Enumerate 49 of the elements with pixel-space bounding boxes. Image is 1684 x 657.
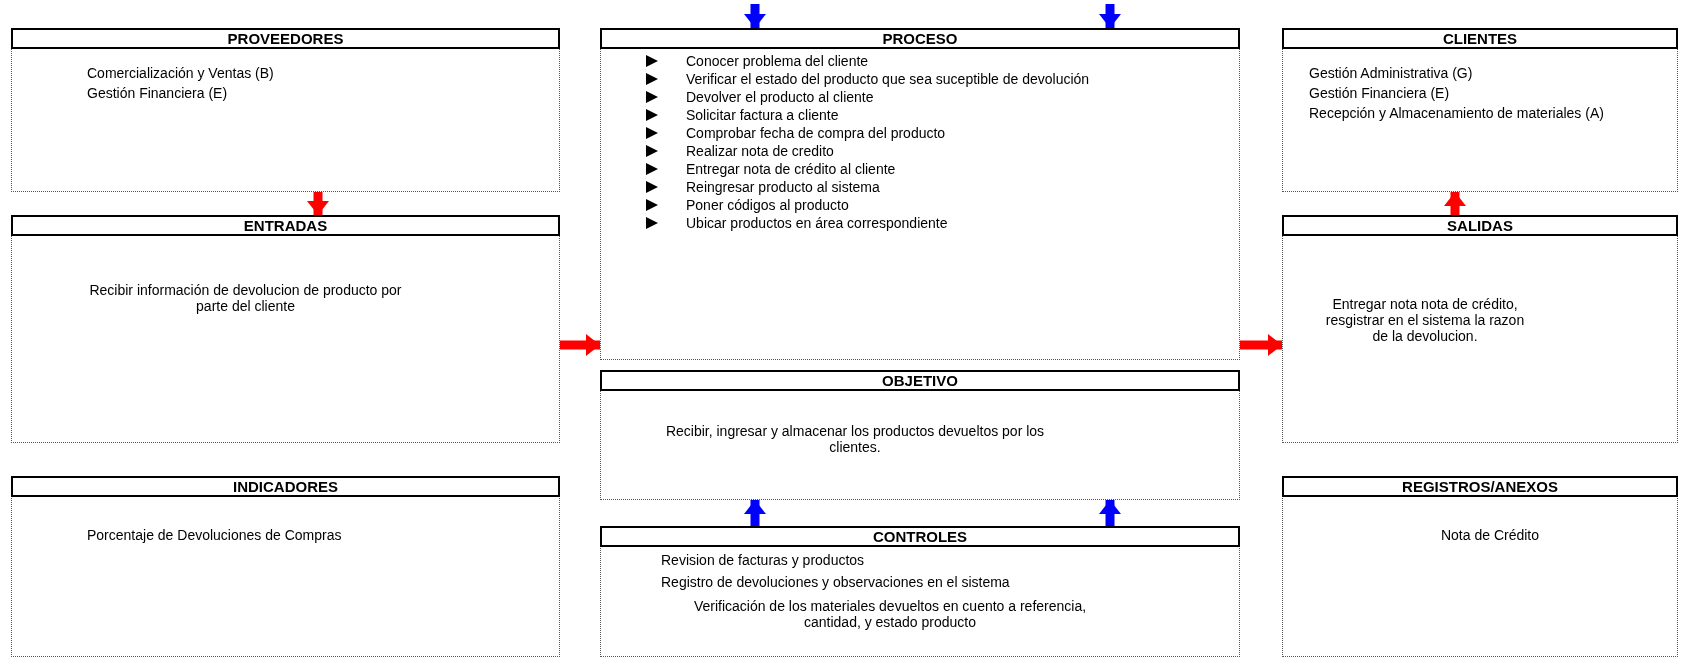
- block-arrow: [1099, 4, 1121, 28]
- section-header: ENTRADAS: [11, 215, 560, 236]
- section-box: [1282, 215, 1678, 443]
- section-header: REGISTROS/ANEXOS: [1282, 476, 1678, 497]
- list-item: Reingresar producto al sistema: [686, 179, 880, 195]
- body-text: Gestión Administrativa (G): [1309, 65, 1474, 81]
- section-box: [1282, 28, 1678, 192]
- block-arrow: [744, 500, 766, 526]
- body-text: Gestión Financiera (E): [1309, 85, 1451, 101]
- section-header: CLIENTES: [1282, 28, 1678, 49]
- list-item: Entregar nota de crédito al cliente: [686, 161, 896, 177]
- body-text: Verificación de los materiales devueltos en cuento a referencia, cantidad, y estado producto: [692, 598, 1088, 630]
- section-box: [600, 28, 1240, 360]
- list-item: Realizar nota de credito: [686, 143, 834, 159]
- list-item: Conocer problema del cliente: [686, 53, 869, 69]
- section-header: PROCESO: [600, 28, 1240, 49]
- section-box: [1282, 476, 1678, 657]
- section-box: [600, 526, 1240, 657]
- body-text: Revision de facturas y productos: [661, 552, 866, 568]
- block-arrow: [307, 192, 329, 215]
- list-item: Ubicar productos en área correspondiente: [686, 215, 948, 231]
- block-arrow: [1099, 500, 1121, 526]
- body-text: Gestión Financiera (E): [87, 85, 229, 101]
- section-header: SALIDAS: [1282, 215, 1678, 236]
- body-text: Nota de Crédito: [1439, 527, 1541, 543]
- body-text: Comercialización y Ventas (B): [87, 65, 275, 81]
- section-header: CONTROLES: [600, 526, 1240, 547]
- block-arrow: [1444, 192, 1466, 215]
- section-box: [11, 215, 560, 443]
- block-arrow: [744, 4, 766, 28]
- section-header: INDICADORES: [11, 476, 560, 497]
- body-text: Recibir información de devolucion de producto por parte del cliente: [88, 282, 403, 314]
- list-item: Solicitar factura a cliente: [686, 107, 839, 123]
- section-header: PROVEEDORES: [11, 28, 560, 49]
- body-text: Entregar nota nota de crédito, resgistrar en el sistema la razon de la devolucion.: [1324, 296, 1526, 344]
- block-arrow: [1240, 334, 1282, 356]
- body-text: Recibir, ingresar y almacenar los productos devueltos por los clientes.: [664, 423, 1046, 455]
- body-text: Registro de devoluciones y observaciones en el sistema: [661, 574, 1011, 590]
- body-text: Recepción y Almacenamiento de materiales (A): [1309, 105, 1605, 121]
- list-item: Verificar el estado del producto que sea suceptible de devolución: [686, 71, 1090, 87]
- section-header: OBJETIVO: [600, 370, 1240, 391]
- list-item: Poner códigos al producto: [686, 197, 849, 213]
- section-box: [11, 28, 560, 192]
- section-box: [11, 476, 560, 657]
- section-box: [600, 370, 1240, 500]
- body-text: Porcentaje de Devoluciones de Compras: [87, 527, 343, 543]
- block-arrow: [560, 334, 600, 356]
- list-item: Devolver el producto al cliente: [686, 89, 874, 105]
- list-item: Comprobar fecha de compra del producto: [686, 125, 946, 141]
